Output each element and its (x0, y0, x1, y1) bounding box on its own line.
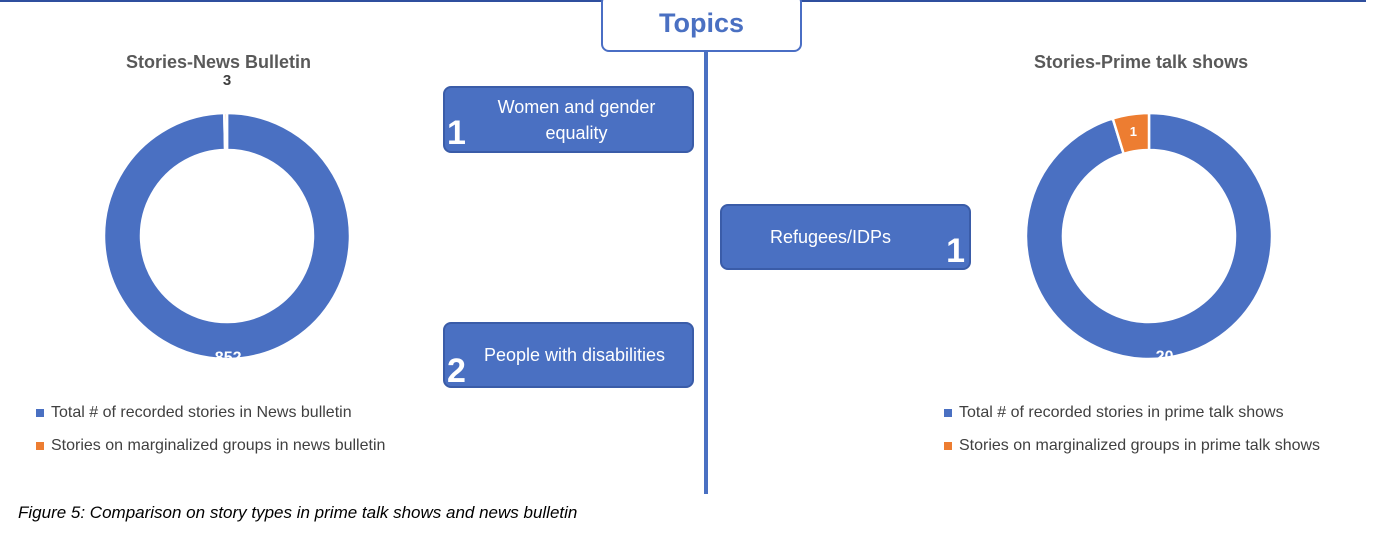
topic-people-with-disabilities: People with disabilities 2 (443, 322, 694, 388)
figure-caption: Figure 5: Comparison on story types in p… (18, 503, 578, 522)
topic-label: Refugees/IDPs (769, 227, 892, 247)
legend-item-prime-marginalized: Stories on marginalized groups in prime … (944, 437, 1320, 455)
topics-header: Topics (601, 0, 802, 52)
topic-label: People with disabilities (483, 345, 666, 365)
legend-label: Stories on marginalized groups in prime … (959, 437, 1321, 454)
legend-swatch-blue (36, 409, 44, 417)
donut-slice-total (102, 111, 352, 361)
data-label-total: 20 (1156, 349, 1174, 366)
topic-count: 1 (946, 232, 965, 270)
data-label-marginalized: 1 (1130, 124, 1137, 139)
legend-item-prime-total: Total # of recorded stories in prime tal… (944, 404, 1284, 422)
donut-slice-marginalized (223, 111, 229, 152)
prime-talk-chart-title: Stories-Prime talk shows (1034, 52, 1249, 72)
legend-swatch-orange (36, 442, 44, 450)
legend-label: Stories on marginalized groups in news b… (51, 437, 386, 454)
news-bulletin-chart-title: Stories-News Bulletin (126, 52, 312, 72)
donut-slice-marginalized (1111, 111, 1151, 156)
legend-swatch-orange (944, 442, 952, 450)
legend-item-news-marginalized: Stories on marginalized groups in news b… (36, 437, 385, 455)
data-label-marginalized: 3 (223, 72, 231, 89)
topic-count: 2 (447, 352, 466, 390)
news-bulletin-donut-chart: 852 3 (102, 72, 352, 367)
topic-refugees-idps: Refugees/IDPs 1 (720, 204, 971, 270)
legend-label: Total # of recorded stories in News bull… (51, 404, 352, 421)
legend-item-news-total: Total # of recorded stories in News bull… (36, 404, 352, 422)
topic-women-gender-equality: Women and gender equality 1 (443, 86, 694, 153)
legend-label: Total # of recorded stories in prime tal… (959, 404, 1284, 421)
prime-talk-donut-chart: 20 1 (1024, 111, 1274, 366)
donut-slice-total (1024, 111, 1274, 361)
center-divider (704, 52, 708, 494)
legend-swatch-blue (944, 409, 952, 417)
data-label-total: 852 (215, 350, 242, 367)
topic-label: Women and gender equality (497, 97, 656, 143)
topic-count: 1 (447, 114, 466, 152)
